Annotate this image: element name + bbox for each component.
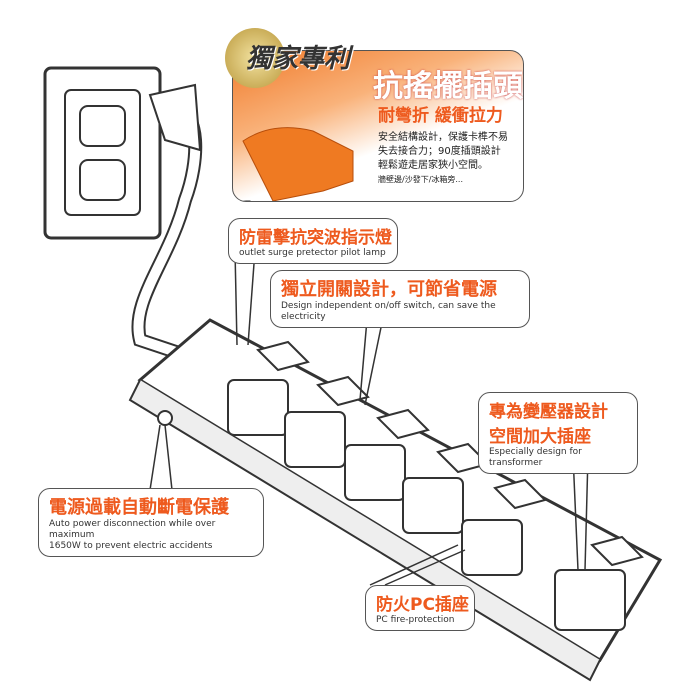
callout-title: 防雷擊抗突波指示燈 xyxy=(239,228,392,248)
badge-text: 獨家專利 xyxy=(246,44,351,74)
callout-title: 專為變壓器設計 xyxy=(489,402,608,422)
feature-line: 安全結構設計，保護卡榫不易 xyxy=(378,132,508,143)
callout-switch: 獨立開關設計，可節省電源 Design independent on/off s… xyxy=(270,270,530,328)
callout-pc: 防火PC插座 PC fire-protection xyxy=(365,585,475,631)
feature-description: 安全結構設計，保護卡榫不易 失去接合力；90度插頭設計 輕鬆遊走居家狹小空間。 … xyxy=(378,131,508,187)
callout-transformer: 專為變壓器設計 空間加大插座 Especially design for tra… xyxy=(478,392,638,474)
feature-line: 失去接合力；90度插頭設計 xyxy=(378,146,501,157)
callout-title: 空間加大插座 xyxy=(489,427,591,447)
orange-plug-icon xyxy=(237,127,354,201)
feature-small: 牆壁邊/沙發下/冰箱旁... xyxy=(378,175,464,184)
patent-feature-panel: 抗搖擺插頭 耐彎折 緩衝拉力 安全結構設計，保護卡榫不易 失去接合力；90度插頭… xyxy=(232,50,524,202)
callout-text: Design independent on/off switch, can sa… xyxy=(281,301,496,322)
feature-line: 輕鬆遊走居家狹小空間。 xyxy=(378,160,488,171)
wall-outlet xyxy=(43,66,162,240)
callout-pilot-lamp: 防雷擊抗突波指示燈 outlet surge pretector pilot l… xyxy=(228,218,398,264)
patent-badge xyxy=(225,28,285,88)
callout-text: Especially design for transformer xyxy=(489,447,582,468)
feature-title: 抗搖擺插頭 xyxy=(373,69,523,104)
power-strip xyxy=(128,318,663,682)
callout-title: 獨立開關設計，可節省電源 xyxy=(281,279,497,300)
callout-title: 電源過載自動斷電保護 xyxy=(49,497,229,518)
callout-text: outlet surge pretector pilot lamp xyxy=(239,248,386,258)
callout-title: 防火PC插座 xyxy=(376,595,469,615)
callout-text: Auto power disconnection while over maxi… xyxy=(49,519,216,540)
feature-subtitle: 耐彎折 緩衝拉力 xyxy=(378,106,503,126)
callout-overload: 電源過載自動斷電保護 Auto power disconnection whil… xyxy=(38,488,264,557)
callout-text: 1650W to prevent electric accidents xyxy=(49,541,213,551)
callout-text: PC fire-protection xyxy=(376,615,455,625)
